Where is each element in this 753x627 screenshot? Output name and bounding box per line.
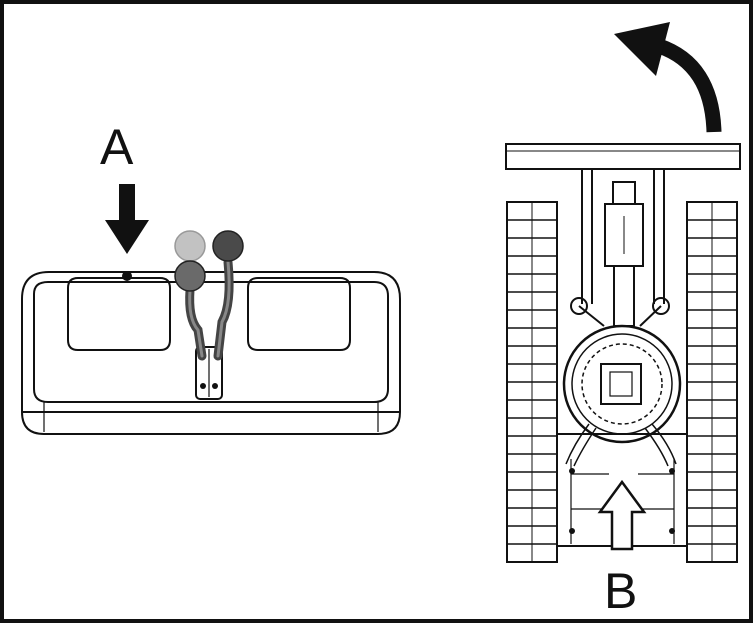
label-a: A: [100, 119, 134, 175]
tracked-machine: [505, 143, 741, 563]
dozer-blade: [505, 143, 741, 170]
hinge-left: [570, 297, 588, 315]
label-b: B: [604, 563, 637, 619]
console-outline: [21, 271, 401, 435]
slewing-ring: [562, 324, 682, 444]
lever-ghost-knob: [174, 230, 206, 262]
diagram-canvas: A: [21, 22, 741, 619]
rotation-arrow: [614, 22, 722, 133]
lever-slot: [195, 346, 223, 400]
point-a-marker: [122, 271, 132, 281]
arrow-a: [105, 184, 149, 254]
control-levers: [174, 230, 244, 361]
track-left: [506, 201, 558, 563]
lever-right-knob: [212, 230, 244, 262]
track-right: [686, 201, 738, 563]
hinge-right: [652, 297, 670, 315]
swivel-block: [600, 363, 642, 405]
console-left-pad: [67, 277, 171, 351]
console-bevel: [33, 281, 389, 403]
lever-left-knob: [174, 260, 206, 292]
cylinder-mount: [612, 181, 636, 205]
control-console: [21, 271, 401, 435]
cylinder-rod: [613, 265, 635, 327]
console-right-pad: [247, 277, 351, 351]
forward-direction-arrow: [597, 479, 647, 551]
